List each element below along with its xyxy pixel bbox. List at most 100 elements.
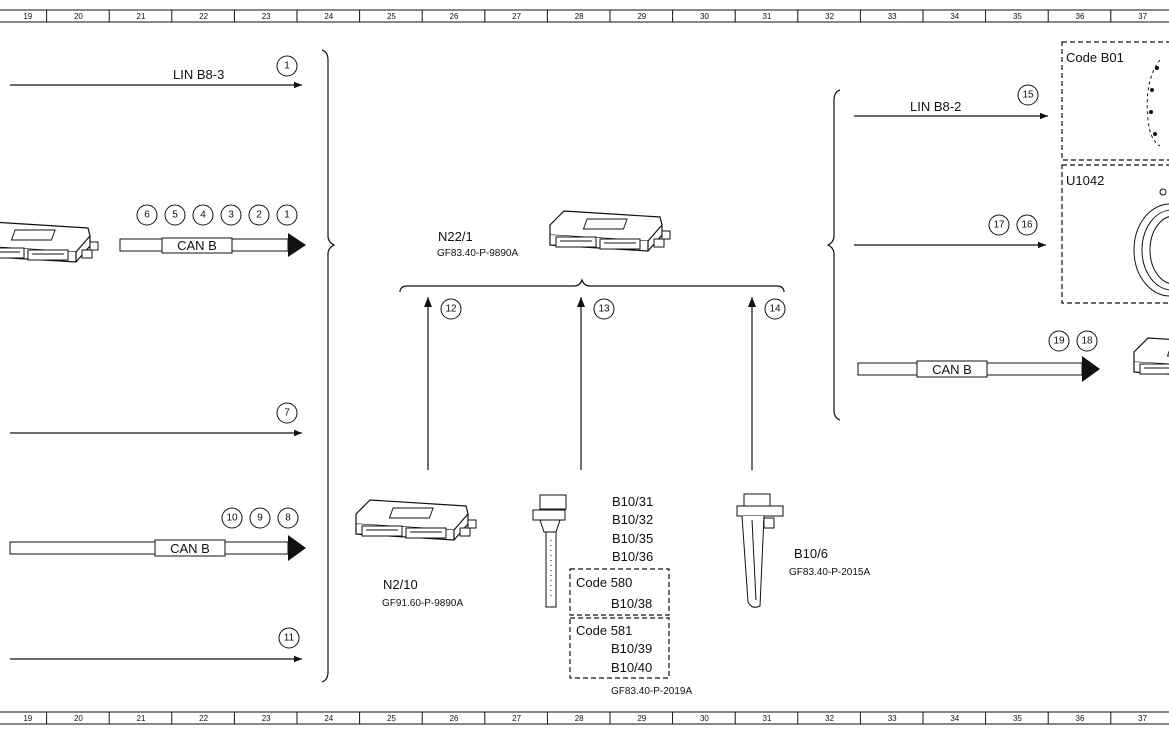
wire-num: 19 xyxy=(1053,336,1065,347)
wire-num: 10 xyxy=(226,513,238,524)
wire-num: 11 xyxy=(284,633,295,644)
n2-10-control-unit-icon xyxy=(355,499,477,541)
can-b-label: CAN B xyxy=(932,362,972,377)
b10-6-ref: GF83.40-P-2015A xyxy=(789,567,870,578)
wire-num: 18 xyxy=(1081,336,1093,347)
ruler-number: 23 xyxy=(262,714,271,723)
can-b-bus-2: CAN B xyxy=(9,535,306,561)
ruler-number: 25 xyxy=(387,12,396,21)
left-section: LIN B8-3 1 CAN B 6 5 4 3 2 1 7 xyxy=(0,49,336,683)
ruler-number: 34 xyxy=(950,714,959,723)
lamp-unit-icon xyxy=(1146,59,1161,147)
right-section: LIN B8-2 15 17 16 CAN B 19 18 Code B01 U… xyxy=(826,41,1169,421)
lin-b8-2-label: LIN B8-2 xyxy=(910,99,961,114)
ruler-number: 33 xyxy=(888,714,897,723)
ruler-number: 21 xyxy=(137,714,146,723)
b10-label: B10/36 xyxy=(612,549,653,564)
wire-num: 5 xyxy=(172,210,178,221)
ruler-number: 35 xyxy=(1013,714,1022,723)
wire-num: 16 xyxy=(1021,220,1033,231)
b10-38-label: B10/38 xyxy=(611,596,652,611)
ruler-number: 29 xyxy=(637,12,646,21)
bottom-ruler: 19 20 21 22 23 24 25 26 27 28 29 30 31 32 33 34 35 36 37 xyxy=(0,711,1169,725)
ruler-number: 33 xyxy=(888,12,897,21)
wire-num: 8 xyxy=(285,513,291,524)
n22-1-label: N22/1 xyxy=(438,229,473,244)
ruler-number: 22 xyxy=(199,12,208,21)
u1042-box xyxy=(1061,164,1169,304)
can-b-bus-1: CAN B xyxy=(119,233,306,257)
n22-1-control-unit-icon xyxy=(549,210,671,252)
code-b01-box xyxy=(1061,41,1169,161)
ruler-number: 36 xyxy=(1076,12,1085,21)
ruler-number: 35 xyxy=(1013,12,1022,21)
wire-num: 12 xyxy=(445,304,457,315)
ruler-number: 32 xyxy=(825,714,834,723)
b10-label: B10/32 xyxy=(612,512,653,527)
ruler-number: 24 xyxy=(324,714,333,723)
b10-39-label: B10/39 xyxy=(611,641,652,656)
code-b01-label: Code B01 xyxy=(1066,50,1124,65)
wire-num: 13 xyxy=(598,304,610,315)
can-b-label: CAN B xyxy=(170,541,210,556)
right-brace xyxy=(826,89,841,421)
code-580-box xyxy=(569,568,670,616)
lin-b8-3-label: LIN B8-3 xyxy=(173,67,224,82)
ruler-number: 36 xyxy=(1076,714,1085,723)
wire-num-circle xyxy=(276,55,298,77)
wire-num: 15 xyxy=(1022,90,1034,101)
wire-num: 2 xyxy=(256,210,262,221)
ruler-number: 25 xyxy=(387,714,396,723)
ruler-number: 34 xyxy=(950,12,959,21)
ruler-number: 23 xyxy=(262,12,271,21)
ruler-number: 21 xyxy=(137,12,146,21)
code-581-box xyxy=(569,617,670,679)
left-brace xyxy=(321,49,336,683)
ruler-number: 26 xyxy=(450,714,459,723)
wire-num: 14 xyxy=(769,304,781,315)
ruler-number: 30 xyxy=(700,12,709,21)
ruler-number: 29 xyxy=(637,714,646,723)
wire-num: 3 xyxy=(228,210,234,221)
b10-label: B10/31 xyxy=(612,494,653,509)
u1042-label: U1042 xyxy=(1066,173,1104,188)
speaker-icon xyxy=(1133,188,1169,297)
ruler-number: 37 xyxy=(1138,12,1147,21)
b10-sensor-icon xyxy=(532,494,567,608)
b10-ref: GF83.40-P-2019A xyxy=(611,686,692,697)
left-control-unit-icon xyxy=(0,221,99,263)
ruler-number: 26 xyxy=(450,12,459,21)
center-section: N22/1 GF83.40-P-9890A 12 13 14 N2/10 GF9… xyxy=(355,210,870,697)
ruler-number: 28 xyxy=(575,714,584,723)
ruler-number: 22 xyxy=(199,714,208,723)
code-581-label: Code 581 xyxy=(576,623,632,638)
ruler-number: 19 xyxy=(23,12,32,21)
wire-num: 6 xyxy=(144,210,150,221)
ruler-number: 31 xyxy=(763,714,772,723)
ruler-number: 30 xyxy=(700,714,709,723)
b10-6-sensor-icon xyxy=(736,493,784,608)
wire-num: 17 xyxy=(993,220,1005,231)
b10-40-label: B10/40 xyxy=(611,660,652,675)
center-brace xyxy=(399,278,785,293)
n2-10-label: N2/10 xyxy=(383,577,418,592)
ruler-number: 27 xyxy=(512,12,521,21)
code-580-label: Code 580 xyxy=(576,575,632,590)
can-b-label: CAN B xyxy=(177,238,217,253)
ruler-number: 31 xyxy=(763,12,772,21)
wire-num: 1 xyxy=(284,61,290,72)
ruler-number: 20 xyxy=(74,12,83,21)
ruler-number: 20 xyxy=(74,714,83,723)
ruler-number: 27 xyxy=(512,714,521,723)
wire-num: 7 xyxy=(284,408,290,419)
b10-label: B10/35 xyxy=(612,531,653,546)
ruler-number: 32 xyxy=(825,12,834,21)
can-b-1-nums: 6 5 4 3 2 1 xyxy=(136,204,298,226)
wire-num: 1 xyxy=(284,210,290,221)
ruler-number: 19 xyxy=(23,714,32,723)
ruler-number: 37 xyxy=(1138,714,1147,723)
ruler-number: 28 xyxy=(575,12,584,21)
n2-10-ref: GF91.60-P-9890A xyxy=(382,598,463,609)
